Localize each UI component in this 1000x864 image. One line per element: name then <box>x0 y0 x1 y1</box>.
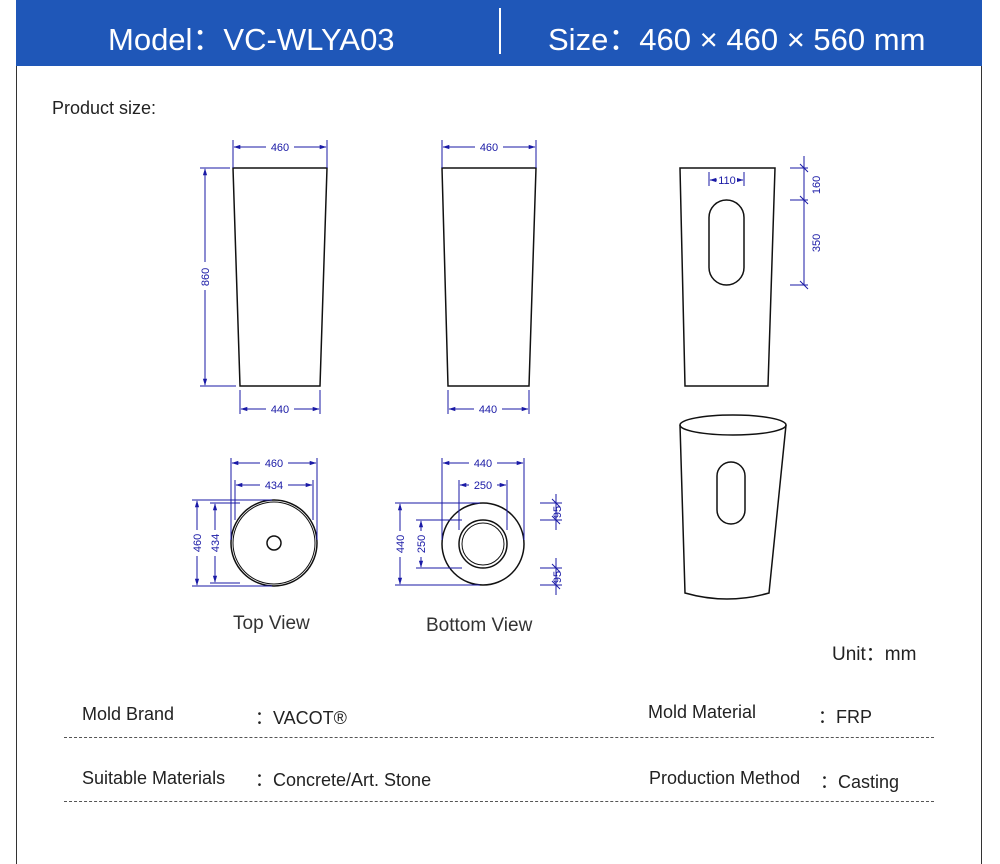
suitable-materials-value: ：Concrete/Art. Stone <box>255 770 432 790</box>
dim-bottom-rim-bottom: 95 <box>552 571 564 583</box>
dim-side-bottom: 440 <box>479 404 497 416</box>
production-method-value: ：Casting <box>820 772 900 792</box>
dim-front-top: 460 <box>271 142 289 154</box>
back-view <box>679 167 776 387</box>
dim-top-outer: 460 <box>265 458 283 470</box>
side-view <box>441 167 537 387</box>
mold-brand-value: ：VACOT® <box>255 708 347 728</box>
top-view-outer <box>230 499 318 587</box>
dim-slot-offset: 160 <box>811 176 823 194</box>
top-view-label: Top View <box>233 613 310 634</box>
dim-side-top: 460 <box>480 142 498 154</box>
bottom-view-inner <box>458 519 508 569</box>
bottom-dimensions <box>395 458 562 595</box>
back-view-slot <box>708 199 745 286</box>
dim-top-inner: 434 <box>265 480 283 492</box>
front-view-outline <box>232 167 328 387</box>
bottom-view <box>441 502 525 586</box>
dim-front-bottom: 440 <box>271 404 289 416</box>
top-view-drain <box>266 535 282 551</box>
bottom-view-outer <box>441 502 525 586</box>
size-title: Size：460 × 460 × 560 mm <box>548 22 926 57</box>
dim-bottom-inner-v: 250 <box>416 535 428 553</box>
dim-slot-width: 110 <box>718 175 736 187</box>
bottom-view-label: Bottom View <box>426 615 533 636</box>
side-view-outline <box>441 167 537 387</box>
dim-bottom-outer: 440 <box>474 458 492 470</box>
dim-bottom-rim-top: 95 <box>552 506 564 518</box>
spec-divider-2 <box>64 801 934 802</box>
page-frame <box>16 0 982 864</box>
mold-material-label: Mold Material <box>648 702 757 722</box>
dim-top-inner-v: 434 <box>210 534 222 552</box>
dim-bottom-inner: 250 <box>474 480 492 492</box>
mold-brand-label: Mold Brand <box>82 704 175 724</box>
perspective-body <box>679 424 787 600</box>
header-banner: Model：VC-WLYA03 Size：460 × 460 × 560 mm <box>16 0 982 66</box>
section-title: Product size: <box>52 98 157 118</box>
dim-bottom-outer-v: 440 <box>395 535 407 553</box>
bottom-view-inner-ring <box>461 522 505 566</box>
dim-front-height: 860 <box>200 268 212 286</box>
perspective-view <box>679 414 787 600</box>
spec-divider-1 <box>64 737 934 738</box>
top-dimensions <box>192 458 318 587</box>
perspective-rim <box>679 414 787 436</box>
back-view-outline <box>679 167 776 387</box>
suitable-materials-label: Suitable Materials <box>82 768 226 788</box>
production-method-label: Production Method <box>649 768 801 788</box>
front-view <box>232 167 328 387</box>
top-view-inner <box>232 501 316 585</box>
side-dimensions <box>441 140 537 414</box>
dim-slot-height: 350 <box>811 234 823 252</box>
mold-material-value: ：FRP <box>818 707 872 727</box>
front-dimensions <box>200 140 328 414</box>
header-separator <box>499 8 501 54</box>
back-dimensions <box>708 156 809 290</box>
dim-top-outer-v: 460 <box>192 534 204 552</box>
perspective-slot <box>716 461 746 525</box>
model-title: Model：VC-WLYA03 <box>108 22 395 57</box>
top-view <box>230 499 318 587</box>
unit-label: Unit：mm <box>832 644 917 665</box>
